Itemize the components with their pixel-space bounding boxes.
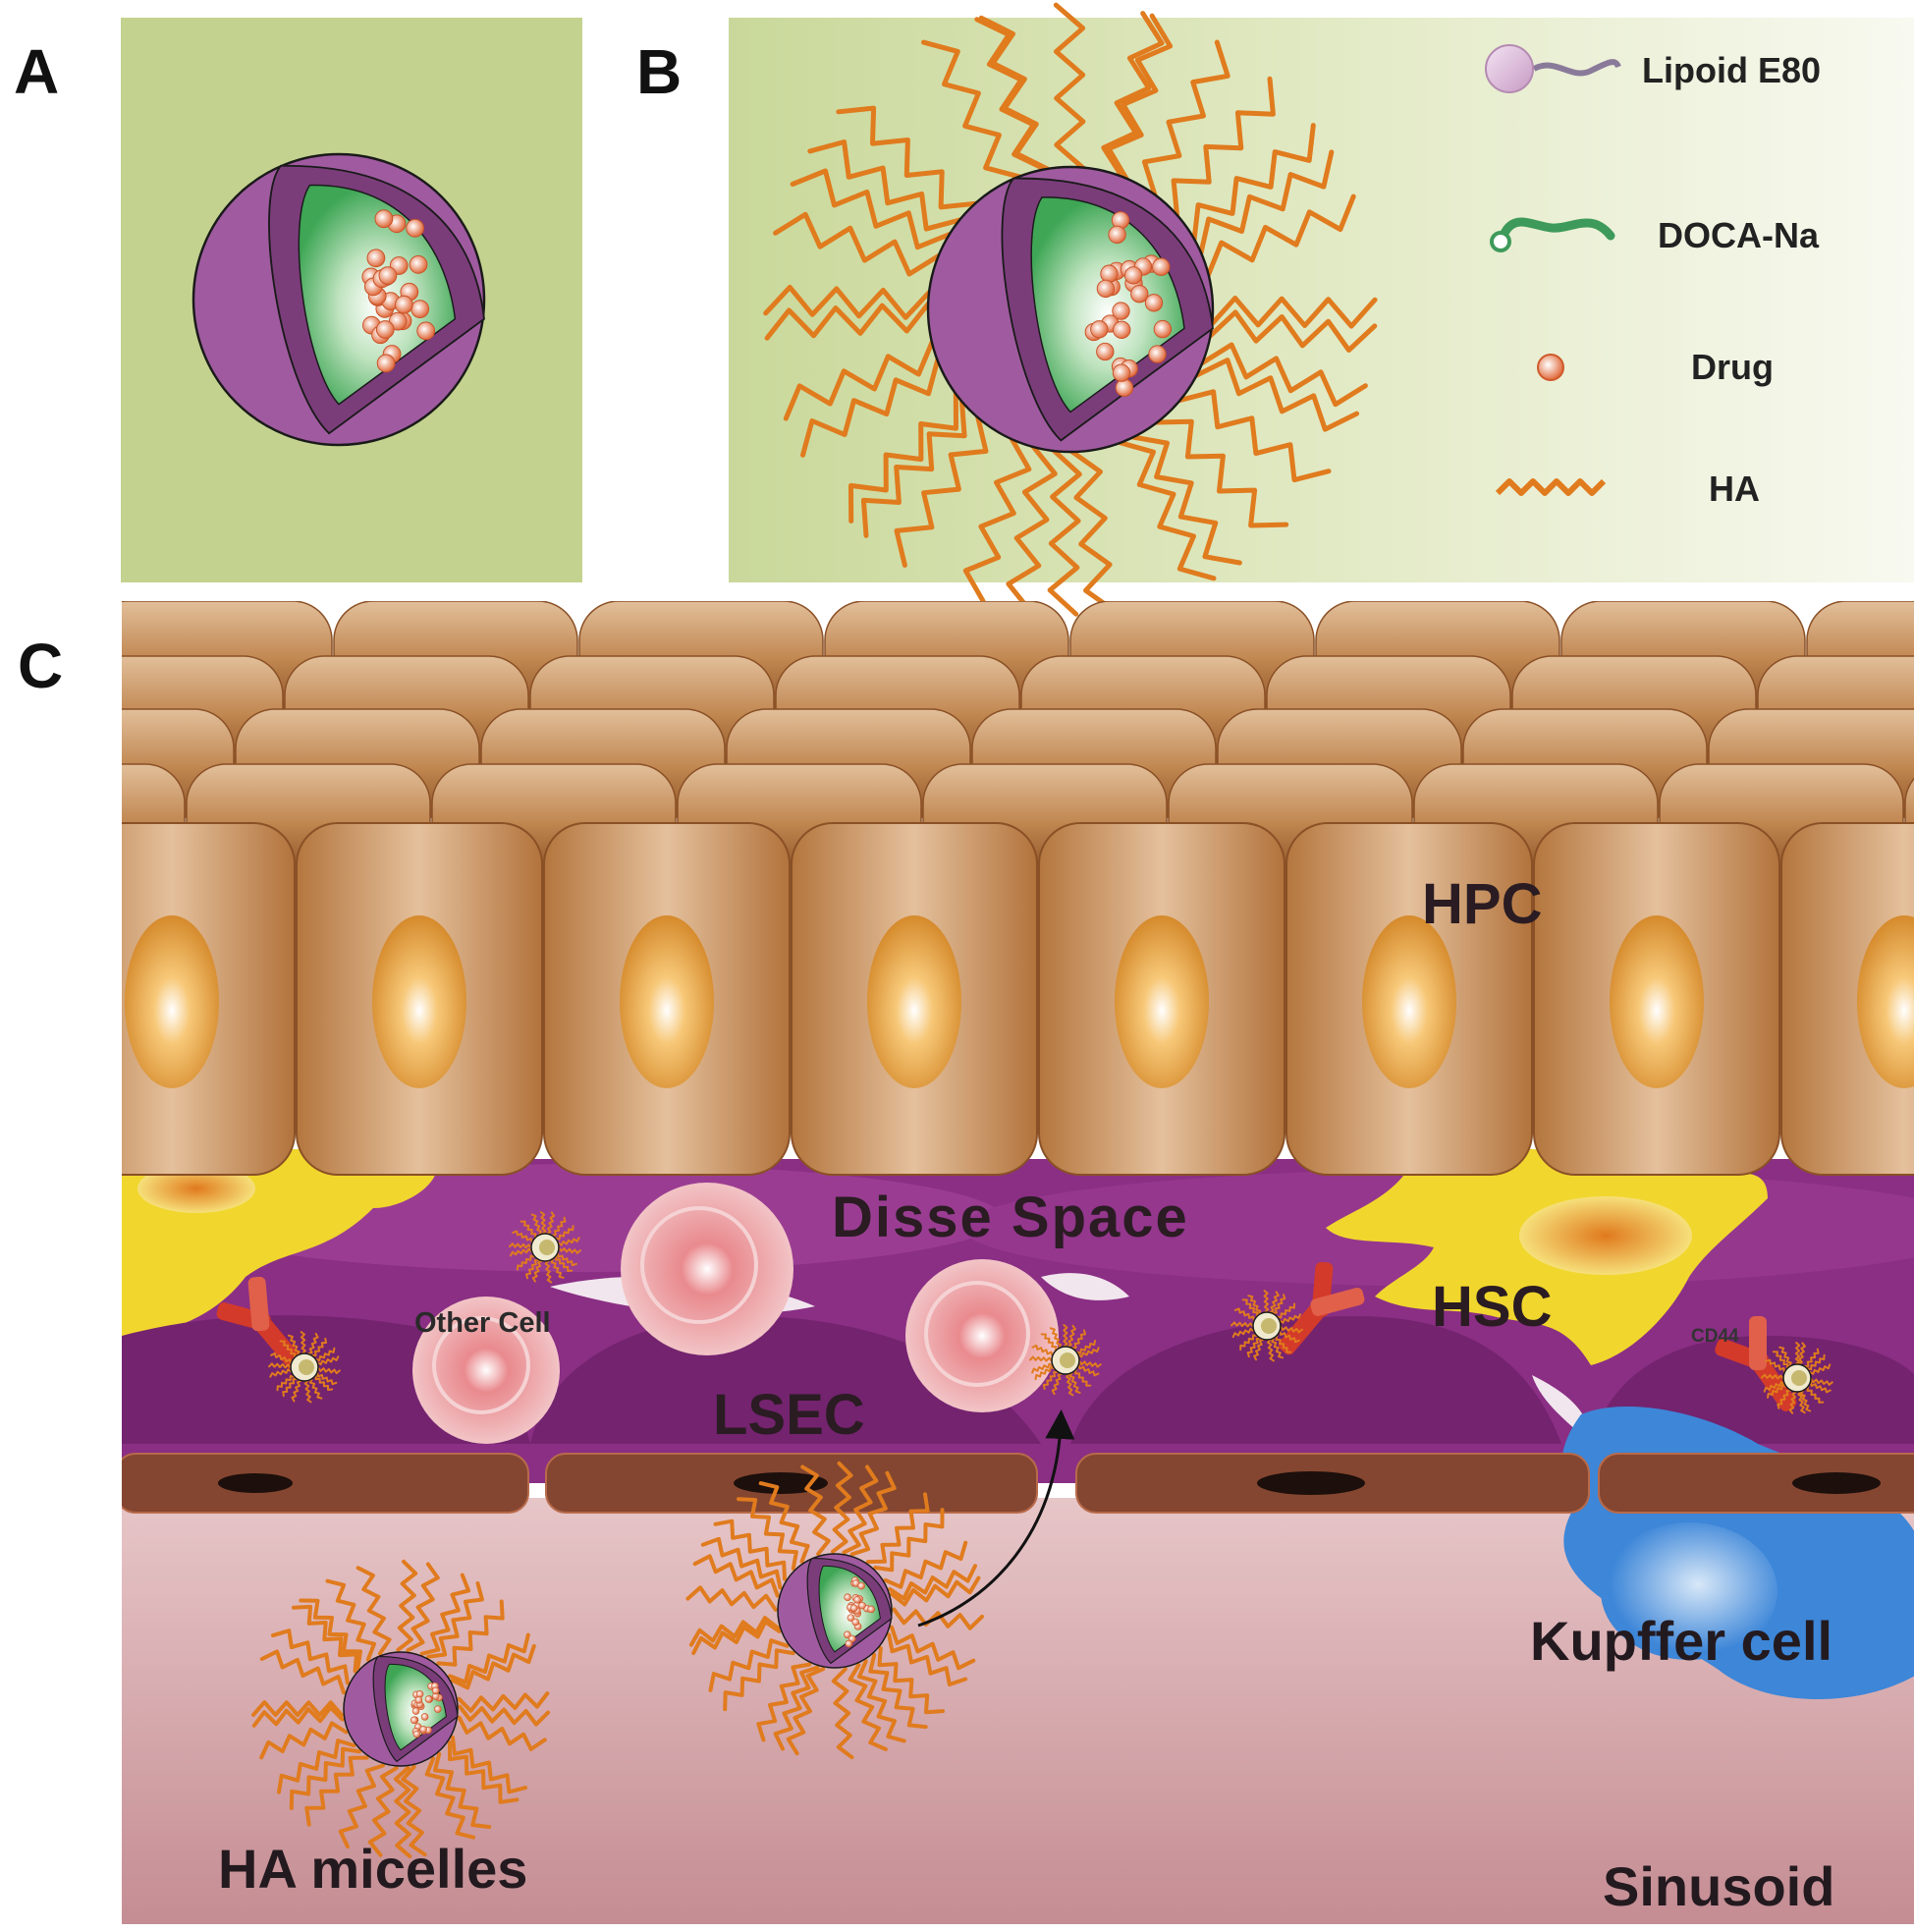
label-other-cell: Other Cell bbox=[414, 1307, 551, 1339]
label-hsc: HSC bbox=[1432, 1275, 1552, 1339]
doca-na-icon bbox=[1498, 217, 1615, 243]
panel-b: Lipoid E80 DOCA-Na Drug HA bbox=[729, 2, 1914, 617]
legend-label-lipoid: Lipoid E80 bbox=[1642, 50, 1821, 90]
legend-label-ha: HA bbox=[1709, 469, 1760, 509]
lipoid-e80-icon bbox=[1532, 59, 1621, 77]
label-lsec: LSEC bbox=[713, 1383, 865, 1447]
lsec-endothelium bbox=[122, 1453, 1914, 1514]
legend: Lipoid E80 DOCA-Na Drug HA bbox=[1485, 44, 1821, 509]
hepatocytes-back-rows bbox=[122, 601, 1914, 873]
other-cell-2 bbox=[412, 1297, 560, 1444]
label-hpc: HPC bbox=[1422, 872, 1542, 936]
ha-icon bbox=[1495, 478, 1607, 496]
ha-micelle-left bbox=[251, 1559, 551, 1858]
legend-label-drug: Drug bbox=[1691, 347, 1774, 387]
hepatocytes-front-row bbox=[122, 822, 1914, 1176]
lipoid-head-icon bbox=[1485, 44, 1534, 93]
legend-item-lipoid: Lipoid E80 bbox=[1485, 44, 1821, 93]
panel-a bbox=[121, 18, 582, 582]
panel-label-a: A bbox=[14, 36, 59, 107]
label-disse-space: Disse Space bbox=[832, 1186, 1189, 1249]
drug-icon bbox=[1537, 354, 1564, 381]
ha-micelle-b bbox=[926, 165, 1215, 454]
panel-label-c: C bbox=[18, 631, 63, 701]
panel-c bbox=[122, 601, 1914, 1924]
panel-label-b: B bbox=[636, 36, 682, 107]
small-micelles bbox=[268, 1211, 1833, 1414]
legend-label-doca: DOCA-Na bbox=[1658, 215, 1820, 255]
ha-chains-b bbox=[763, 2, 1378, 617]
micelle-cross-section-a bbox=[191, 152, 486, 447]
label-cd44: CD44 bbox=[1691, 1326, 1739, 1347]
legend-item-doca: DOCA-Na bbox=[1490, 215, 1820, 255]
label-kupffer-cell: Kupffer cell bbox=[1530, 1610, 1832, 1672]
legend-item-drug: Drug bbox=[1537, 347, 1774, 387]
label-sinusoid: Sinusoid bbox=[1603, 1855, 1834, 1917]
lsec-cell-right bbox=[1070, 1316, 1561, 1444]
uptake-arrow bbox=[917, 1409, 1075, 1628]
label-ha-micelles: HA micelles bbox=[218, 1838, 527, 1900]
ha-micelle-center bbox=[685, 1461, 984, 1760]
legend-item-ha: HA bbox=[1495, 469, 1760, 509]
cd44-receptors bbox=[216, 1261, 1797, 1411]
